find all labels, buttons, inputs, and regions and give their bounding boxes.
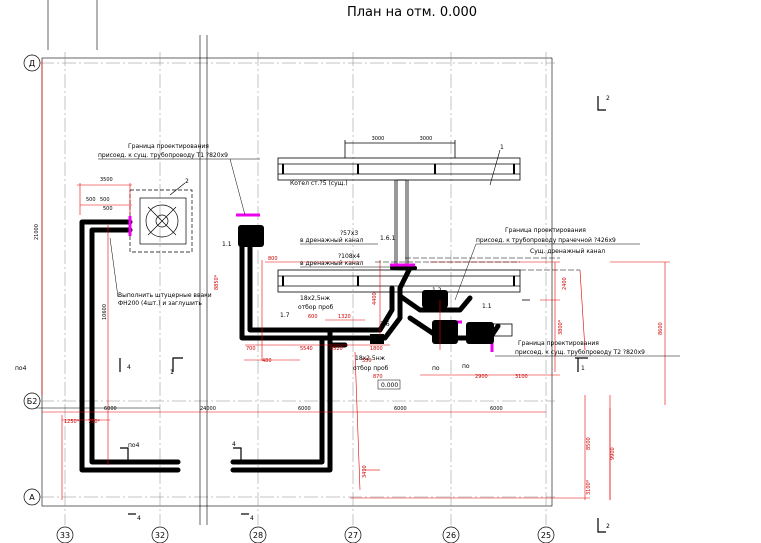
fittings-line2: ФН200 (4шт.) и заглушить [118, 300, 202, 307]
section-mark-4c-label: 4 [137, 515, 141, 522]
dim-1800: 1800 [370, 346, 383, 352]
dim-5540: 5540 [300, 346, 313, 352]
row-grid-lines [40, 62, 555, 498]
dim-21000: 21000 [34, 224, 40, 240]
node-1-6: 1.6 [380, 321, 390, 328]
dim-500-c: 500 [103, 206, 113, 212]
svg-text:26: 26 [446, 531, 456, 540]
dim-870: 870 [373, 374, 383, 380]
col-grid-lines [64, 52, 547, 525]
dim-9900: 9900 [610, 447, 616, 460]
boundary1-line2: присоед. к сущ. трубопроводу Т1 ?820х9 [98, 152, 228, 159]
sample2-label: отбор проб [353, 365, 389, 372]
building-outline [41, 57, 553, 507]
dim-3800: 3800* [558, 319, 564, 335]
dim-550: 550 [362, 358, 372, 364]
sample1-size: 18х2,5нж [300, 295, 331, 302]
node-1-2: 1.2 [432, 287, 442, 294]
dim-3100: 3100 [515, 374, 528, 380]
dim-6520: 6520 [330, 346, 343, 352]
structural-lines [30, 0, 208, 525]
dim-3000-b: 3000 [420, 136, 433, 142]
svg-text:33: 33 [60, 531, 70, 540]
section-mark-4d-label: 4 [250, 515, 254, 522]
section-mark-1b-label: 1 [581, 365, 585, 372]
sample1-label: отбор проб [298, 304, 334, 311]
dim-700: 700 [246, 346, 256, 352]
item2-label: 2 [185, 178, 189, 185]
section-mark-1-label: 1 [170, 369, 174, 376]
dimension-lines [41, 60, 670, 500]
column-axis-markers: 33 32 28 27 26 25 [56, 526, 555, 543]
node-1-1-a: 1.1 [222, 241, 232, 248]
dim-3490: 3490 [362, 465, 368, 478]
pipe1-dia: ?57х3 [340, 230, 358, 237]
dim-6000-d: 6000 [490, 406, 503, 412]
dim-24000: 24000 [200, 406, 216, 412]
section-mark-4b-label: 4 [232, 441, 236, 448]
boiler-label: Котел ст.?5 (сущ.) [290, 180, 348, 187]
dim-1250: 1250* [64, 419, 80, 425]
dim-6000-b: 6000 [298, 406, 311, 412]
svg-text:Д: Д [29, 59, 35, 68]
level-mark: 0.000 [381, 382, 398, 389]
valve-nodes [238, 225, 494, 344]
drain-label: Сущ. дренажный канал [530, 248, 605, 255]
dim-3100b: 3100* [586, 479, 592, 495]
boundary1-line1: Граница проектирования [128, 143, 209, 150]
node-1-1-b: 1.1 [482, 303, 492, 310]
node-1-6-1: 1.6.1 [380, 235, 395, 242]
pipe2-dest: в дренажный канал [300, 260, 363, 267]
item1-label: 1 [500, 144, 504, 151]
section-marks [119, 96, 606, 533]
dim-1320: 1320 [338, 314, 351, 320]
po-label-a: по [432, 365, 440, 372]
pipe1-dest: в дренажный канал [300, 237, 363, 244]
po4-label-b: по4 [128, 442, 140, 449]
drain-lines [375, 257, 580, 271]
pipelines [79, 219, 501, 473]
dim-3000-a: 3000 [372, 136, 385, 142]
dim-500-a: 500 [86, 197, 96, 203]
fittings-line1: Выполнить штуцерные вваки [118, 292, 212, 299]
dim-2900: 2900 [475, 374, 488, 380]
svg-text:25: 25 [541, 531, 551, 540]
section-mark-top-label: 2 [606, 95, 610, 102]
svg-text:32: 32 [155, 531, 165, 540]
section-mark-4-label: 4 [127, 364, 131, 371]
dim-2400: 2400 [562, 277, 568, 290]
dim-480: 480 [262, 358, 272, 364]
dim-8600: 8600 [658, 322, 664, 335]
po-label-b: по [462, 363, 470, 370]
svg-text:Б2: Б2 [27, 397, 38, 406]
dim-4400: 4400 [372, 292, 378, 305]
node-1-7: 1.7 [280, 312, 290, 319]
dim-8850: 8850* [214, 274, 220, 290]
boundary2-line2: присоед. к трубопроводу прачечной ?426х9 [476, 237, 616, 244]
pipe-extension [489, 299, 530, 337]
dim-3500: 3500 [100, 177, 113, 183]
row-axis-markers: Д Б2 А [23, 54, 41, 506]
boundary3-line2: присоед. к сущ. трубопроводу Т2 ?820х9 [515, 349, 645, 356]
boundary3-line1: Граница проектирования [518, 340, 599, 347]
sample2-size: 18х2,5нж [355, 355, 386, 362]
svg-text:27: 27 [348, 531, 358, 540]
dim-6000-c: 6000 [394, 406, 407, 412]
equipment-item2 [129, 182, 193, 253]
svg-text:28: 28 [253, 531, 263, 540]
dim-750: 750* [88, 419, 101, 425]
plan-title: План на отм. 0.000 [347, 5, 477, 20]
po4-label-a: по4 [15, 365, 27, 372]
dim-6000-a: 6000 [104, 406, 117, 412]
dim-600: 600 [308, 314, 318, 320]
dim-8500: 8500 [586, 437, 592, 450]
boundary2-line1: Граница проектирования [505, 227, 586, 234]
dim-500-b: 500 [100, 197, 110, 203]
section-mark-bottom-label: 2 [606, 523, 610, 530]
dim-800: 800 [268, 256, 278, 262]
pipe2-dia: ?108х4 [338, 253, 360, 260]
svg-text:А: А [29, 493, 35, 502]
dim-10600: 10600 [102, 304, 108, 320]
